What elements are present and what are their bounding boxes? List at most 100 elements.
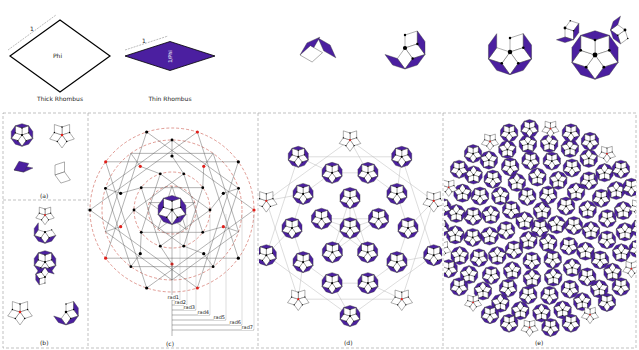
vertex-dot (321, 212, 322, 213)
thin-rhombus (125, 42, 215, 71)
thin-rhombus (586, 236, 597, 239)
thin-rhombus (454, 190, 457, 200)
vertex-dot (583, 160, 584, 161)
thin-rhombus (391, 183, 403, 187)
vertex-dot (397, 304, 398, 305)
vertex-dot (617, 212, 618, 213)
vertex-dot (484, 237, 485, 238)
vertex-dot (525, 158, 526, 159)
vertex-dot (133, 209, 136, 212)
thin-rhombus (464, 230, 467, 240)
thin-rhombus (527, 199, 536, 205)
thin-rhombus (397, 197, 407, 204)
vertex-dot (617, 34, 619, 36)
thin-rhombus (567, 159, 578, 162)
vertex-dot (566, 166, 567, 167)
grid-line (266, 255, 350, 316)
vertex-dot (535, 273, 536, 274)
thin-rhombus (461, 232, 464, 242)
construction-line (210, 193, 223, 210)
thin-rhombus (604, 269, 607, 279)
vertex-dot (476, 200, 477, 201)
vertex-dot (534, 226, 535, 227)
vertex-dot (594, 160, 595, 161)
vertex-dot (542, 216, 543, 217)
vertex-dot (498, 177, 499, 178)
thin-rhombus (569, 217, 580, 220)
vertex-dot (497, 191, 498, 192)
thin-rhombus (582, 268, 593, 271)
vertex-dot (396, 193, 398, 195)
thin-rhombus (567, 189, 570, 199)
vertex-dot (456, 219, 457, 220)
vertex-dot (505, 197, 506, 198)
thin-rhombus (34, 253, 38, 266)
vertex-dot (602, 216, 603, 217)
vertex-dot (617, 173, 618, 174)
thin-rhombus (14, 161, 29, 172)
vertex-dot (543, 145, 544, 146)
vertex-dot (575, 263, 576, 264)
vertex-dot (469, 220, 470, 221)
vertex-dot (532, 283, 533, 284)
vertex-dot (454, 257, 455, 258)
thin-rhombus (523, 34, 531, 59)
vertex-dot (335, 178, 336, 179)
vertex-dot (528, 289, 529, 290)
vertex-dot (610, 244, 611, 245)
vertex-dot (407, 227, 409, 229)
vertex-dot (325, 223, 326, 224)
construction-line (141, 174, 160, 232)
thin-rhombus (350, 201, 360, 208)
thin-rhombus (54, 316, 66, 325)
thin-rhombus (356, 189, 360, 201)
thin-rhombus (569, 249, 578, 255)
vertex-dot (48, 219, 49, 220)
thin-rhombus (478, 230, 481, 240)
vertex-dot (576, 197, 577, 198)
vertex-dot (19, 311, 22, 314)
thin-rhombus (468, 190, 471, 200)
thin-rhombus (361, 242, 373, 246)
vertex-dot (159, 172, 162, 175)
vertex-dot (416, 43, 418, 45)
vertex-dot (566, 143, 567, 144)
vertex-dot (328, 257, 329, 258)
thin-rhombus (602, 209, 613, 212)
thin-rhombus (577, 161, 580, 171)
thin-rhombus (531, 163, 540, 169)
vertex-dot (372, 216, 373, 217)
vertex-dot (48, 237, 49, 238)
vertex-dot (527, 294, 529, 296)
thin-rhombus (322, 286, 332, 293)
vertex-dot (617, 274, 618, 275)
vertex-dot (524, 299, 525, 300)
vertex-dot (536, 314, 537, 315)
thin-rhombus (563, 259, 572, 265)
vertex-dot (612, 151, 613, 152)
thin-rhombus (548, 198, 557, 204)
vertex-dot (405, 161, 406, 162)
vertex-dot (597, 202, 598, 203)
vertex-dot (401, 298, 403, 300)
thin-rhombus (611, 196, 622, 199)
vertex-dot (403, 46, 407, 50)
vertex-dot (506, 149, 508, 151)
vertex-dot (201, 186, 204, 189)
vertex-dot (575, 150, 576, 151)
thin-rhombus (537, 168, 546, 174)
vertex-dot (452, 208, 453, 209)
construction-line (197, 132, 238, 258)
thin-rhombus (551, 230, 562, 233)
vertex-dot (390, 191, 391, 192)
vertex-dot (509, 166, 511, 168)
thin-rhombus (519, 226, 530, 229)
thin-rhombus (486, 266, 497, 269)
thin-rhombus (344, 305, 356, 309)
vertex-dot (371, 257, 372, 258)
vertex-dot (382, 223, 383, 224)
thin-rhombus (350, 319, 360, 326)
vertex-dot (475, 262, 476, 263)
thin-rhombus (397, 265, 407, 272)
vertex-dot (500, 308, 501, 309)
